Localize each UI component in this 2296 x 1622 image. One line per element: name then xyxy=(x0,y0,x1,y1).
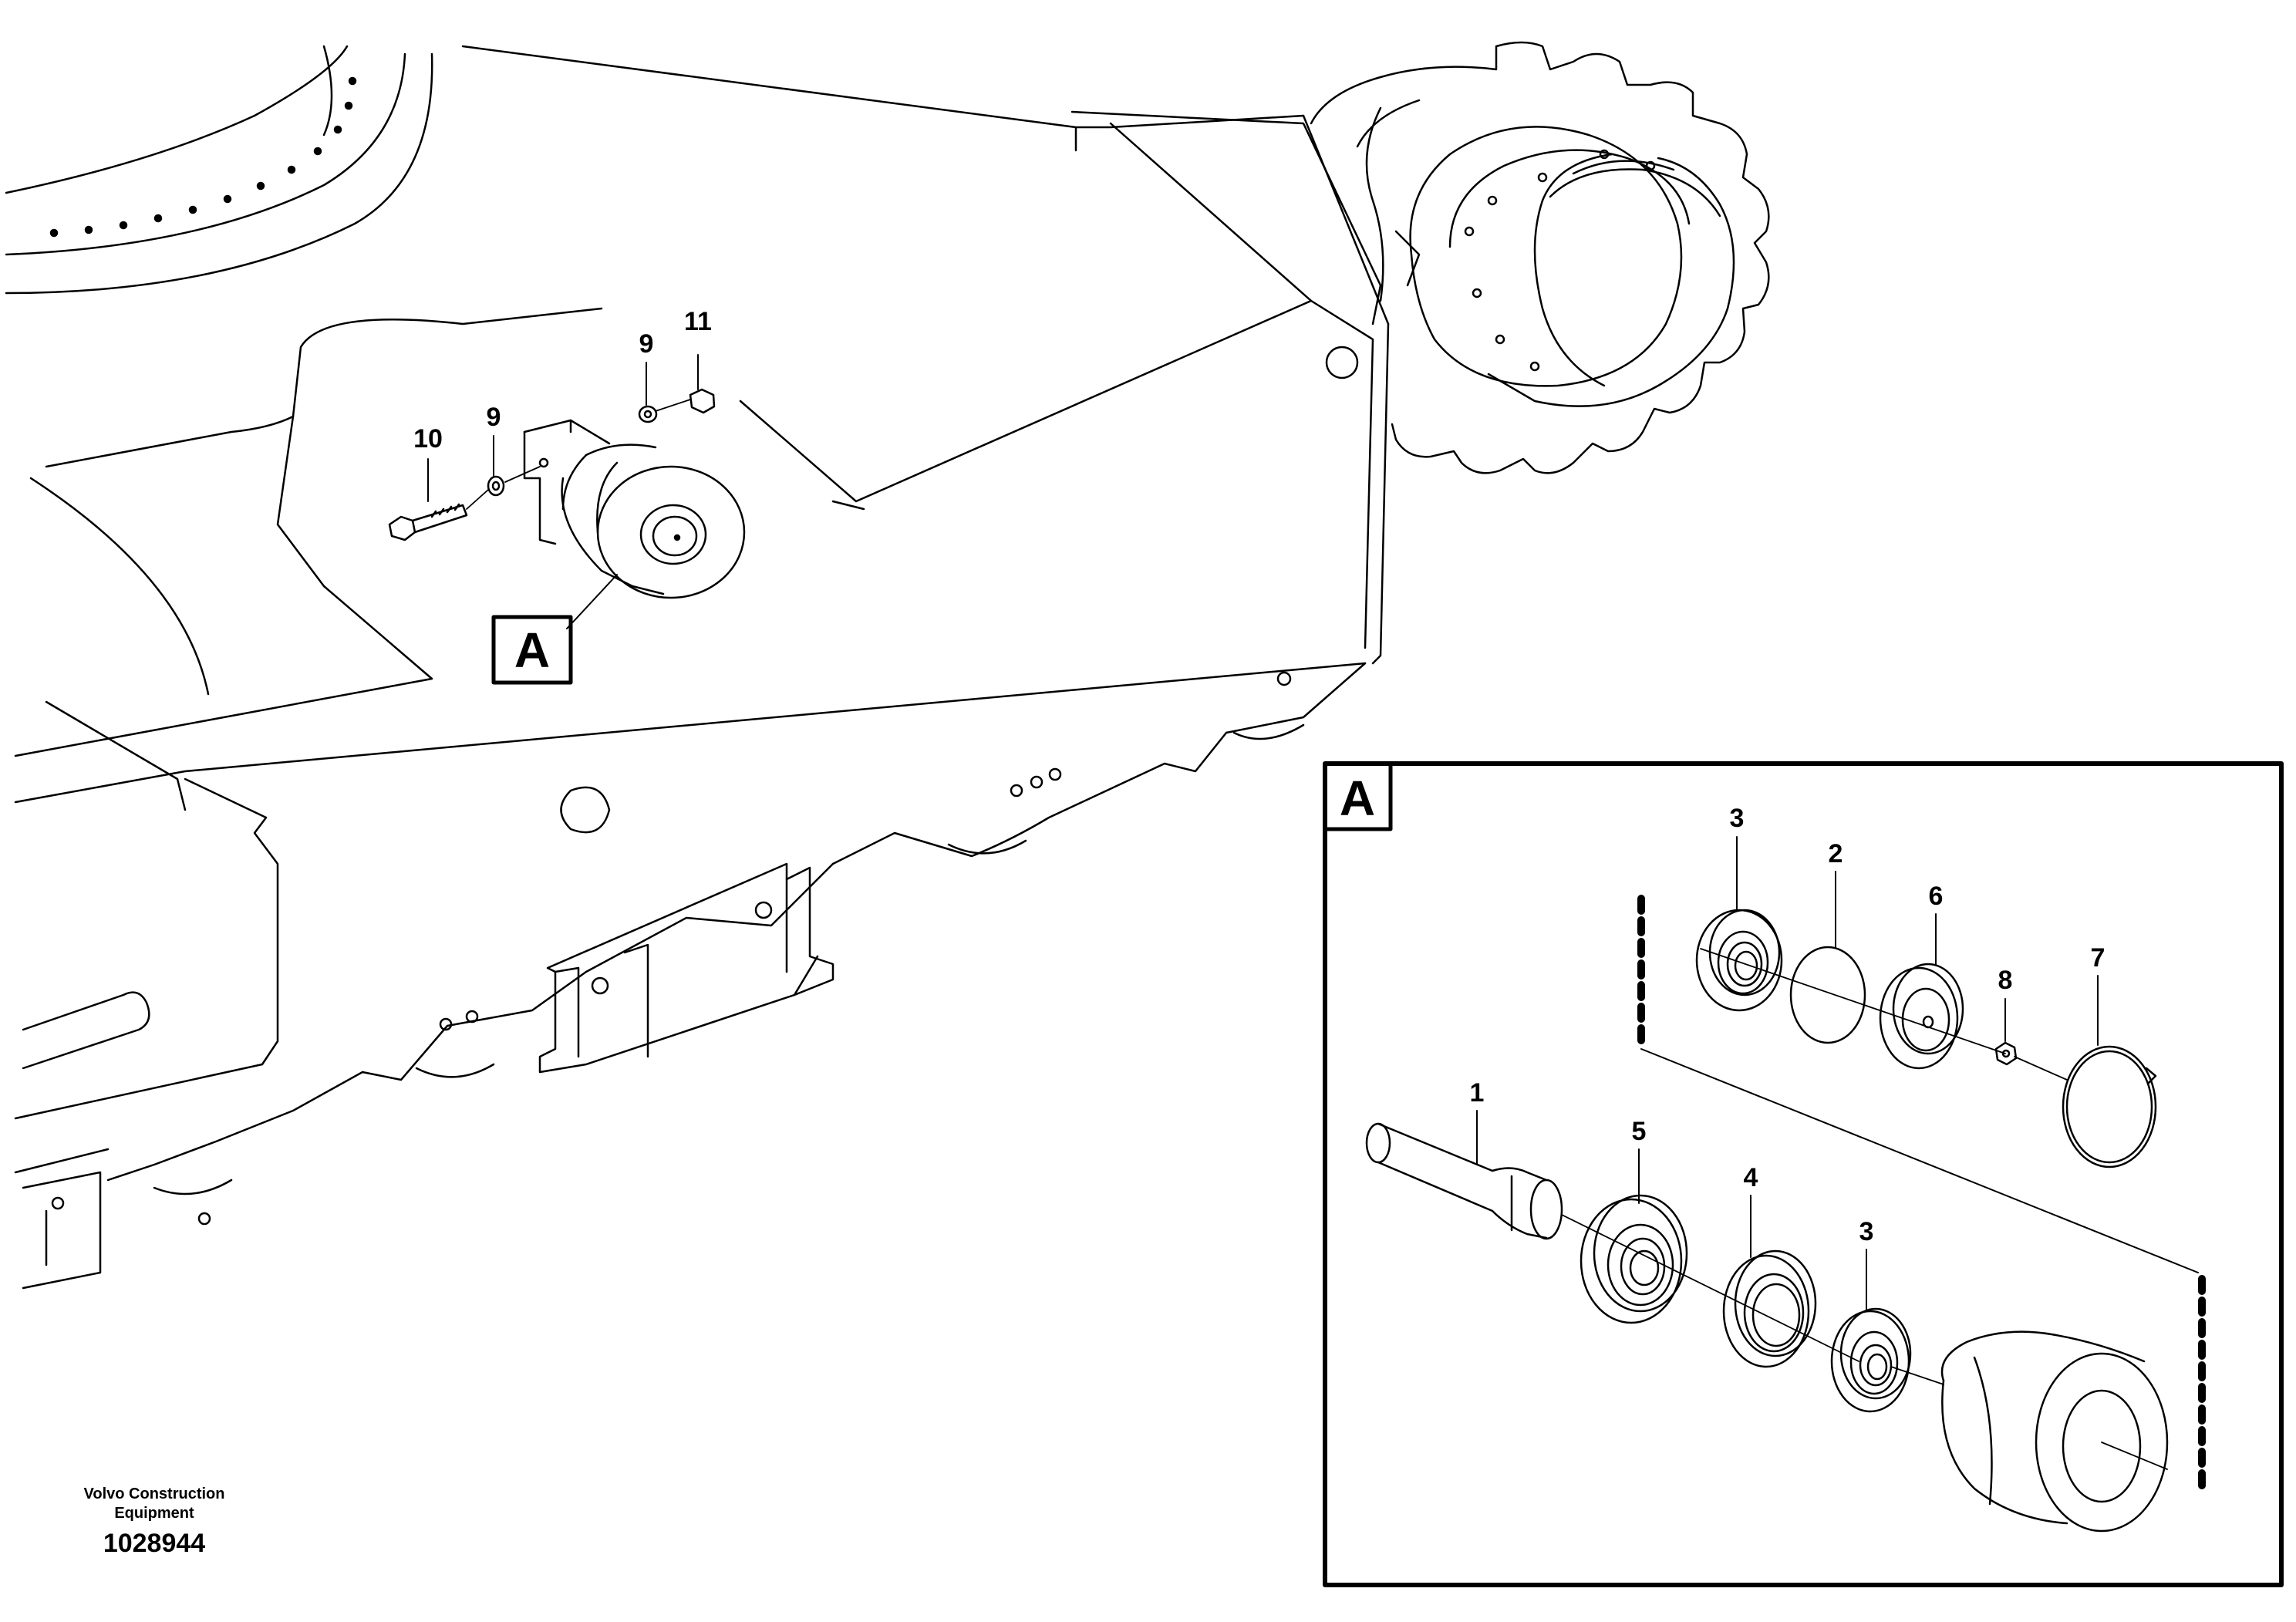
leader-lines-main xyxy=(427,354,699,629)
detail-plug-8 xyxy=(1994,1041,2018,1066)
swing-ring-bolt-holes xyxy=(49,76,357,238)
callout-7: 7 xyxy=(2091,943,2106,973)
callout-9-right: 9 xyxy=(639,329,654,359)
detail-snap-ring-7 xyxy=(2062,1045,2157,1168)
detail-axis-lower xyxy=(1561,1214,2168,1470)
washer-9-left xyxy=(487,475,505,497)
leader-lines-detail xyxy=(1476,836,2099,1312)
detail-bearing-3-bottom xyxy=(1830,1307,1912,1413)
sprocket xyxy=(1310,41,1770,474)
callout-1: 1 xyxy=(1470,1078,1485,1108)
callout-9-left: 9 xyxy=(487,403,501,432)
carbody-crossmember xyxy=(461,45,1390,665)
detail-seal-4 xyxy=(1722,1249,1817,1368)
callout-3-top: 3 xyxy=(1730,804,1745,833)
washer-9-right xyxy=(638,405,658,423)
company-name-line2: Equipment xyxy=(114,1505,194,1522)
detail-shaft-1 xyxy=(1365,1122,1563,1240)
detail-a-title-box xyxy=(1323,761,1393,831)
callout-2: 2 xyxy=(1829,839,1843,868)
bracket-hole xyxy=(538,457,549,468)
swing-ring-outline xyxy=(5,45,433,295)
detail-marker-label: A xyxy=(514,622,550,678)
callout-11: 11 xyxy=(684,307,712,336)
detail-a-assembly-outline xyxy=(1637,895,2206,1496)
nut-11 xyxy=(689,388,716,414)
company-name-line1: Volvo Construction xyxy=(84,1485,225,1502)
detail-oring-2 xyxy=(1789,946,1866,1044)
detail-bearing-3-top xyxy=(1695,909,1783,1012)
callout-3-bottom: 3 xyxy=(1859,1217,1874,1246)
track-frame xyxy=(14,307,1367,1290)
bottom-rollers xyxy=(153,723,1305,1195)
detail-roller-body xyxy=(1940,1330,2169,1533)
detail-a-frame xyxy=(1323,761,2284,1587)
bolt-10 xyxy=(388,503,468,541)
carrier-roller-assembly xyxy=(523,419,746,599)
callout-10: 10 xyxy=(413,424,443,454)
drawing-number: 1028944 xyxy=(103,1529,205,1558)
fastener-axis-lines xyxy=(466,399,691,510)
track-guard-bracket xyxy=(538,862,834,1074)
detail-marker-box xyxy=(491,615,573,685)
callout-6: 6 xyxy=(1929,882,1944,911)
detail-axis-upper xyxy=(1700,948,2068,1081)
callout-4: 4 xyxy=(1744,1163,1758,1192)
callout-5: 5 xyxy=(1632,1117,1647,1146)
detail-seal-6 xyxy=(1879,963,1964,1070)
detail-bearing-5 xyxy=(1580,1194,1688,1324)
callout-8: 8 xyxy=(1998,966,2013,995)
detail-a-title: A xyxy=(1340,771,1375,826)
